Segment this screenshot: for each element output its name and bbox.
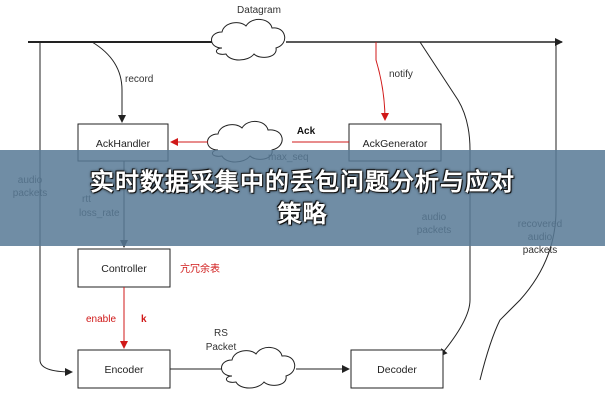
cloud-rs-packet	[221, 347, 296, 389]
node-controller: Controller	[77, 248, 171, 288]
encoder-label: Encoder	[104, 364, 144, 376]
label-record: record	[125, 74, 153, 85]
label-recovered-3: packets	[523, 245, 557, 256]
ack-handler-label: AckHandler	[96, 138, 151, 150]
label-rs: RS	[214, 328, 228, 339]
edge-notify	[375, 42, 389, 121]
label-redundancy: 亢冗余表	[180, 262, 220, 275]
title-banner: 实时数据采集中的丢包问题分析与应对 策略	[0, 150, 605, 246]
label-datagram: Datagram	[237, 5, 281, 16]
label-packet: Packet	[206, 342, 237, 353]
label-k: k	[141, 314, 147, 325]
banner-title-line-2: 策略	[277, 200, 328, 228]
edge-left-to-encoder	[39, 42, 73, 376]
controller-label: Controller	[101, 263, 147, 275]
ack-generator-label: AckGenerator	[363, 138, 428, 150]
label-notify: notify	[389, 69, 413, 80]
edge-record	[91, 41, 126, 123]
decoder-label: Decoder	[377, 364, 417, 376]
node-decoder: Decoder	[350, 349, 444, 389]
label-enable: enable	[86, 314, 116, 325]
cloud-datagram	[211, 19, 286, 61]
label-ack: Ack	[297, 126, 316, 137]
node-encoder: Encoder	[77, 349, 171, 389]
banner-title-line-1: 实时数据采集中的丢包问题分析与应对	[90, 168, 515, 196]
